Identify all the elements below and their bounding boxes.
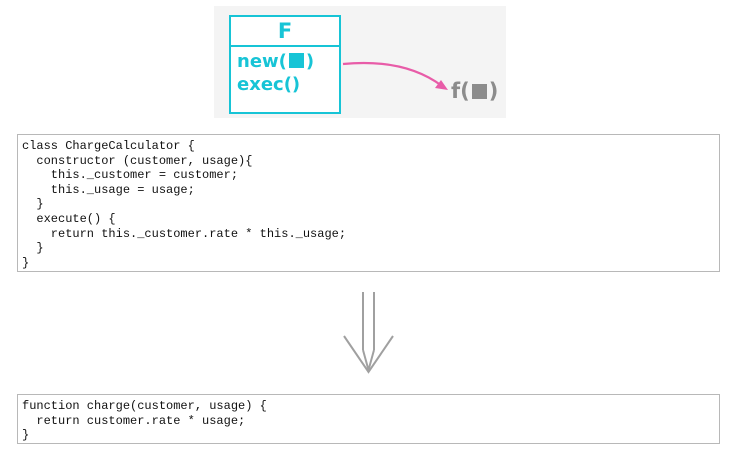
- arrow-head-icon: [435, 80, 448, 90]
- transform-arrow: [342, 61, 448, 90]
- method-new-open: new(: [237, 51, 287, 72]
- parameter-square-icon: [288, 53, 304, 68]
- code-line: constructor (customer, usage){: [22, 153, 253, 168]
- code-line: function charge(customer, usage) {: [22, 399, 267, 413]
- class-box-f: F new() exec(): [229, 15, 341, 114]
- code-line: return customer.rate * usage;: [22, 413, 246, 428]
- function-close: ): [488, 79, 499, 103]
- arrow-curve: [342, 61, 443, 87]
- code-line: this._customer = customer;: [22, 168, 239, 183]
- method-exec: exec(): [237, 74, 301, 95]
- code-line: }: [22, 428, 30, 443]
- function-parameter-square-icon: [471, 84, 487, 99]
- function-f: f(): [451, 79, 498, 103]
- code-line: this._usage = usage;: [22, 182, 195, 197]
- function-open: f(: [451, 79, 470, 103]
- code-line: }: [22, 255, 30, 270]
- code-line: }: [22, 241, 44, 256]
- code-line: }: [22, 197, 44, 212]
- method-new: new(): [231, 50, 339, 73]
- code-block-class: class ChargeCalculator { constructor (cu…: [17, 134, 720, 272]
- code-line: class ChargeCalculator {: [22, 139, 195, 153]
- code-line: return this._customer.rate * this._usage…: [22, 226, 347, 241]
- down-arrow-icon: [343, 292, 394, 374]
- code-block-function: function charge(customer, usage) { retur…: [17, 394, 720, 444]
- code-line: execute() {: [22, 211, 116, 226]
- class-name: F: [231, 17, 339, 47]
- method-new-close: ): [305, 51, 315, 72]
